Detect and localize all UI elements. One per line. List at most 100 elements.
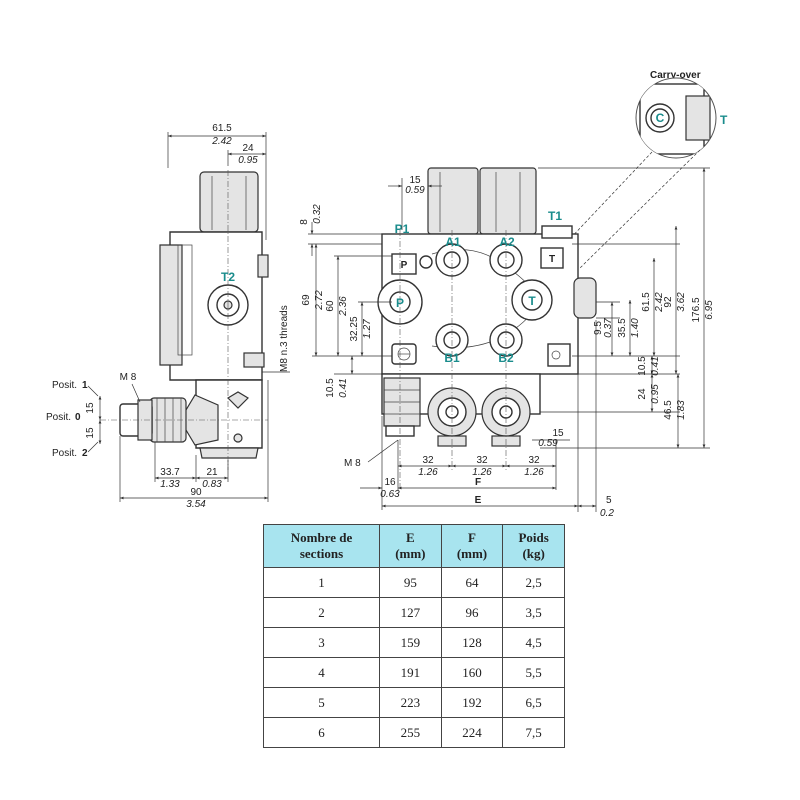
front-dim-24-mm: 24 [637,388,648,400]
front-dim-24-in: 0.95 [650,384,661,404]
cell-f: 160 [440,657,504,688]
front-dim-69-mm: 69 [301,294,312,306]
cell-f: 224 [440,717,504,748]
front-dim-8-mm: 8 [299,219,310,225]
front-dim-176-5-in: 6.95 [704,300,715,320]
posit-1-label: Posit. [52,380,77,391]
table-row: 3 159 128 4,5 [262,627,565,658]
header-poids: Poids(kg) [502,524,565,568]
front-dim-5-mm: 5 [606,495,612,506]
header-e: E(mm) [379,524,442,568]
front-dim-16-mm: 16 [384,477,396,488]
side-dim-15b: 15 [85,427,96,439]
front-dim-35-5-mm: 35.5 [617,318,628,338]
front-dim-46-5-mm: 46.5 [663,400,674,420]
port-t2-label: T2 [221,270,235,284]
side-thread-label: M8 n.3 threads [279,305,290,372]
front-dim-e-label: E [475,495,482,506]
front-dim-35-5-in: 1.40 [630,318,641,338]
side-dim-33-7-in: 1.33 [160,479,180,490]
cell-sections: 2 [262,597,381,628]
posit-0-label: Posit. [46,412,71,423]
port-t1-label: T1 [548,209,562,223]
front-dim-15b-in: 0.59 [538,438,558,449]
front-dim-92-mm: 92 [663,296,674,308]
front-dim-8-in: 0.32 [312,204,323,224]
header-f: F(mm) [440,524,504,568]
front-dim-10-5l-mm: 10.5 [325,378,336,398]
front-dim-16-in: 0.63 [380,489,400,500]
front-dim-f-label: F [475,477,481,488]
port-t-label: T [528,294,536,308]
cell-poids: 6,5 [502,687,565,718]
table-row: 5 223 192 6,5 [262,687,565,718]
front-dim-5-in: 0.2 [600,508,614,519]
cell-poids: 7,5 [502,717,565,748]
cell-sections: 4 [262,657,381,688]
front-dim-176-5-mm: 176.5 [691,297,702,322]
cell-sections: 1 [262,567,381,598]
front-dim-60-mm: 60 [325,300,336,312]
cell-f: 64 [440,567,504,598]
posit-2-number: 2 [82,448,88,459]
cell-e: 255 [379,717,442,748]
front-dim-15-mm: 15 [409,175,421,186]
front-dim-32c-mm: 32 [528,455,540,466]
front-dim-10-5l-in: 0.41 [338,378,349,397]
cell-sections: 5 [262,687,381,718]
posit-1-number: 1 [82,380,88,391]
box-p-label: P [401,260,408,271]
carry-over-title: Carry-over [650,70,701,81]
front-dim-32c-in: 1.26 [524,467,544,478]
port-p-label: P [396,296,404,310]
port-t-carry-label: T [720,113,728,127]
front-dim-32b-in: 1.26 [472,467,492,478]
port-a2-label: A2 [499,235,515,249]
side-dim-90-mm: 90 [190,487,202,498]
cell-e: 191 [379,657,442,688]
front-dim-69-in: 2.72 [314,290,325,311]
front-dim-32-25-mm: 32.25 [349,316,360,341]
cell-f: 192 [440,687,504,718]
table-row: 2 127 96 3,5 [262,597,565,628]
port-b1-label: B1 [444,351,460,365]
cell-sections: 6 [262,717,381,748]
front-dim-10-5r-mm: 10.5 [637,356,648,376]
table-row: 4 191 160 5,5 [262,657,565,688]
port-a1-label: A1 [445,235,461,249]
cell-poids: 2,5 [502,567,565,598]
front-dim-15-in: 0.59 [405,185,425,196]
table-row: 6 255 224 7,5 [262,717,565,748]
side-dim-21-mm: 21 [206,467,218,478]
cell-f: 96 [440,597,504,628]
front-view: P T [299,167,715,519]
cell-e: 223 [379,687,442,718]
front-dim-10-5r-in: 0.41 [650,356,661,375]
front-dim-15b-mm: 15 [552,428,564,439]
front-dim-92-in: 3.62 [676,292,687,312]
cell-e: 95 [379,567,442,598]
cell-poids: 3,5 [502,597,565,628]
side-dim-33-7-mm: 33.7 [160,467,180,478]
carry-over-detail: Carry-over C T [547,70,728,269]
port-b2-label: B2 [498,351,514,365]
front-dim-46-5-in: 1.83 [676,400,687,420]
front-dim-9-5-in: 0.37 [603,318,614,338]
side-view: 61.5 2.42 24 0.95 M8 n.3 threads Posit. … [46,123,290,510]
front-m8-label: M 8 [344,458,361,469]
cell-f: 128 [440,627,504,658]
front-dim-61-5-mm: 61.5 [641,292,652,312]
cell-sections: 3 [262,627,381,658]
front-dim-61-5-in: 2.42 [654,292,665,313]
front-dim-60-in: 2.36 [338,296,349,317]
side-m8-label: M 8 [120,372,137,383]
front-dim-32-25-in: 1.27 [362,319,373,339]
cell-e: 159 [379,627,442,658]
cell-poids: 4,5 [502,627,565,658]
box-t-label: T [549,254,555,265]
front-dim-32a-in: 1.26 [418,467,438,478]
side-dim-24-in: 0.95 [238,155,258,166]
